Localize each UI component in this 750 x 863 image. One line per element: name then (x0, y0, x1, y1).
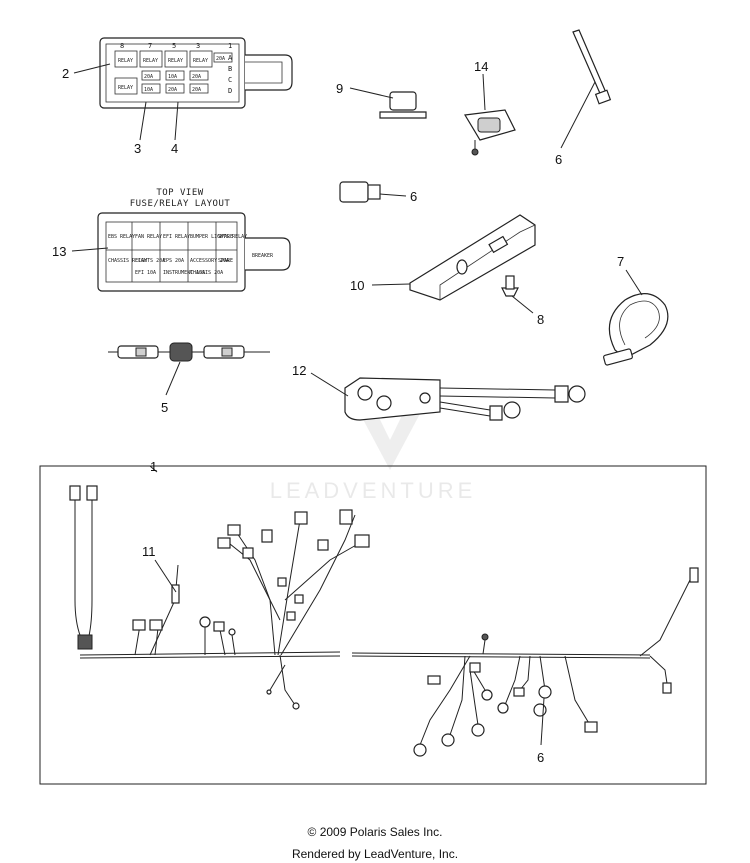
layout-cell: EBS RELAY (108, 234, 135, 240)
layout-cell: BUMPER LIGHTS RELAY (190, 234, 247, 240)
fuse-col-8: 8 (120, 42, 124, 50)
layout-title: FUSE/RELAY LAYOUT (130, 199, 231, 209)
callout-5: 5 (161, 400, 168, 415)
callout-7: 6 (555, 152, 562, 167)
clamp-part (603, 293, 669, 366)
fuse-label: 20A (168, 87, 177, 93)
layout-cell: ACCESSORY 20A (190, 258, 229, 264)
connector-part (464, 109, 516, 156)
terminal-board (344, 377, 586, 421)
callout-8: 7 (617, 254, 624, 269)
layout-cell: SPARE (218, 258, 233, 264)
relay-label: RELAY (118, 58, 133, 64)
harness-frame (39, 465, 707, 785)
fuse-label: 10A (168, 74, 177, 80)
callout-6-top: 6 (410, 189, 417, 204)
callout-1: 1 (150, 459, 157, 474)
relay-label: RELAY (143, 58, 158, 64)
callout-14: 13 (52, 244, 66, 259)
layout-cell: EFI RELAY (163, 234, 190, 240)
fuse-row-d: D (228, 87, 232, 95)
top-view-title: TOP VIEW (156, 188, 203, 198)
fuse-label: 20A (192, 87, 201, 93)
fuse-box-top: 8 7 5 3 1 A B C D RELAY RELAY RELAY RELA… (99, 37, 293, 109)
layout-cell: FAN RELAY (135, 234, 162, 240)
main-harness-right (351, 567, 699, 757)
layout-cell: EFI 10A (135, 270, 156, 276)
fuse-col-1: 1 (228, 42, 232, 50)
layout-cell: EPS 20A (163, 258, 184, 264)
small-connector (339, 181, 381, 203)
relay-label: RELAY (193, 58, 208, 64)
callout-3: 3 (134, 141, 141, 156)
fuse-row-a: A (228, 54, 233, 62)
fuse-label: 20A (144, 74, 153, 80)
callout-9: 9 (336, 81, 343, 96)
bracket-part (409, 214, 536, 301)
layout-cell: CHASSIS 20A (190, 270, 223, 276)
relay-label: RELAY (168, 58, 183, 64)
main-harness-left (69, 485, 370, 710)
fuse-label: 10A (144, 87, 153, 93)
fuse-col-3: 3 (196, 42, 200, 50)
layout-cell: CHASSIS RELAY (108, 258, 147, 264)
fuse-row-c: C (228, 76, 232, 84)
relay-part (379, 91, 427, 119)
cable-tie (572, 29, 612, 105)
fuse-label: 20A (192, 74, 201, 80)
callout-6-bottom: 6 (537, 750, 544, 765)
callout-12: 11 (142, 544, 156, 559)
fuse-col-7: 7 (148, 42, 152, 50)
fuse-label: 20A (216, 56, 225, 62)
fuse-col-5: 5 (172, 42, 176, 50)
layout-cell: LIGHTS 20A (135, 258, 165, 264)
callout-10: 8 (537, 312, 544, 327)
layout-cell: SPARE (218, 234, 233, 240)
relay-label: RELAY (118, 85, 133, 91)
callout-15: 14 (474, 59, 488, 74)
callout-13: 12 (292, 363, 306, 378)
callout-4: 4 (171, 141, 178, 156)
callout-11: 10 (350, 278, 364, 293)
fuse-row-b: B (228, 65, 232, 73)
callout-2: 2 (62, 66, 69, 81)
breaker-label: BREAKER (252, 253, 274, 259)
screw-part (501, 275, 519, 297)
watermark-text: LEADVENTURE (270, 478, 477, 503)
inline-fuse-holder (108, 342, 270, 362)
layout-cell: INSTRUMENT 10A (163, 270, 205, 276)
fuse-relay-layout: BREAKER EBS RELAY FAN RELAY EFI RELAY BU… (97, 212, 291, 292)
copyright-text: © 2009 Polaris Sales Inc. (307, 825, 443, 839)
rendered-by-text: Rendered by LeadVenture, Inc. (291, 847, 459, 861)
